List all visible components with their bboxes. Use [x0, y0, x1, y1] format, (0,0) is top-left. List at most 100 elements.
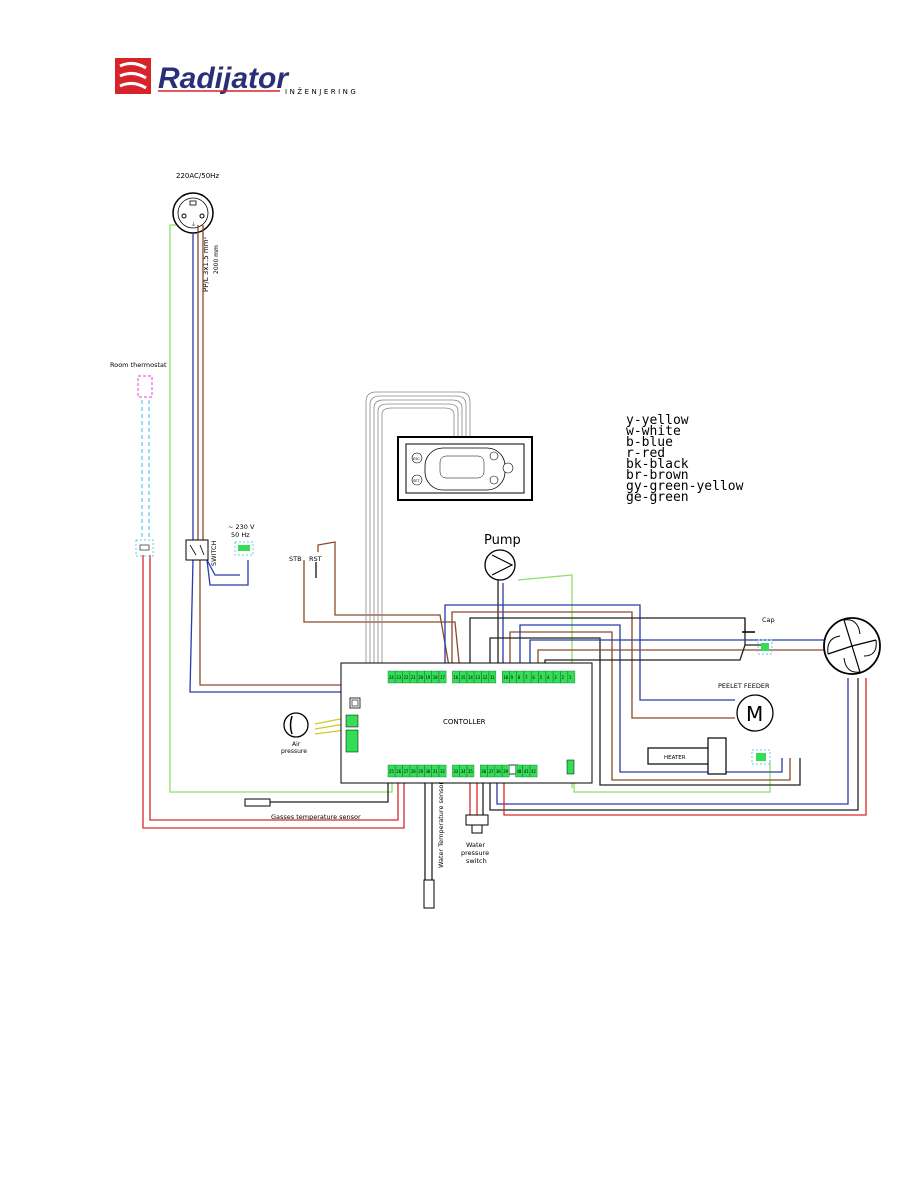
rst-label: RST [309, 555, 322, 563]
terminal-number: 18 [433, 675, 438, 680]
terminal-slot [409, 764, 418, 778]
gas-sensor-label: Gasses temperature sensor [271, 813, 361, 821]
svg-text:⏚: ⏚ [191, 221, 196, 228]
terminal-slot [424, 764, 432, 778]
pump: Pump [484, 533, 521, 581]
terminal-slot [452, 764, 460, 778]
terminal-number: 32 [440, 769, 445, 774]
terminal-slot [522, 764, 530, 778]
cable-spec: PP/L 3x1.5 mm² [202, 236, 210, 292]
heater: HEATER [647, 737, 771, 775]
terminal-slot [431, 670, 439, 684]
terminal-number: 37 [489, 769, 494, 774]
control-display-panel: ESC SET [397, 436, 533, 501]
terminal-slot [466, 764, 475, 778]
cable-length: 2000 mm [213, 245, 220, 274]
legend-item: gy-green-yellow [626, 479, 744, 494]
terminal-number: 33 [453, 769, 458, 774]
terminal-slot [553, 670, 561, 684]
terminal-number: 21 [411, 675, 416, 680]
terminal-number: 4 [547, 675, 550, 680]
terminal-slot [459, 764, 467, 778]
terminal-slot [438, 764, 447, 778]
room-thermostat-label: Room thermostat [110, 361, 167, 369]
terminal-number: 23 [396, 675, 401, 680]
pump-label: Pump [484, 533, 521, 548]
terminal-number: 31 [433, 769, 438, 774]
terminal-number: 22 [404, 675, 409, 680]
capacitor: Cap [742, 616, 775, 655]
terminal-slot [488, 670, 497, 684]
terminal-number: 17 [440, 675, 445, 680]
terminal-slot [395, 670, 403, 684]
terminal-slot [452, 670, 460, 684]
fan [823, 617, 881, 675]
pellet-feeder-label: PEELET FEEDER [718, 682, 770, 690]
color-legend: y-yellow w-white b-blue r-red bk-black b… [626, 413, 744, 505]
terminal-number: 34 [461, 769, 466, 774]
terminal-slot [459, 670, 467, 684]
terminal-number: 10 [503, 675, 508, 680]
terminal-number: 26 [396, 769, 401, 774]
terminal-number: 16 [453, 675, 458, 680]
terminal-slot [494, 764, 503, 778]
terminal-number: 38 [496, 769, 501, 774]
terminal-slot [438, 670, 447, 684]
terminal-number: 12 [483, 675, 488, 680]
air-pressure-switch: Air pressure [281, 712, 309, 755]
water-temperature-sensor: Water Temperature sensor [423, 782, 445, 909]
terminal-slot [402, 764, 410, 778]
legend-item: ge-green [626, 490, 689, 505]
terminal-slot [502, 670, 510, 684]
terminal-number: 29 [418, 769, 423, 774]
stb-label: STB [289, 555, 302, 563]
power-plug: 220AC/50Hz ⏚ PP/L 3x1.5 mm² 2000 mm [172, 172, 220, 292]
terminal-number: 8 [518, 675, 521, 680]
terminal-slot [466, 670, 475, 684]
legend-item: w-white [626, 424, 681, 439]
display-ribbon-cable [365, 391, 471, 748]
terminal-number: 25 [389, 769, 394, 774]
terminal-number: 1 [569, 675, 572, 680]
terminal-slot [567, 670, 576, 684]
terminal-number: 20 [418, 675, 423, 680]
terminal-slot [474, 670, 482, 684]
terminal-slot [387, 670, 396, 684]
legend-item: y-yellow [626, 413, 689, 428]
logo-tagline: INŽENJERING [285, 87, 358, 96]
terminal-slot [560, 670, 568, 684]
terminal-slot [417, 670, 425, 684]
water-pressure-switch: Water pressure switch [461, 814, 489, 865]
main-switch: SWITCH ~ 230 V 50 Hz [185, 523, 255, 566]
water-pressure-label-3: switch [466, 857, 487, 865]
terminal-slot [424, 670, 432, 684]
terminal-slot [515, 764, 523, 778]
terminal-number: 7 [525, 675, 528, 680]
terminal-slot [502, 764, 510, 778]
terminal-slot [402, 670, 410, 684]
terminal-slot [523, 670, 532, 684]
terminal-slot [538, 670, 546, 684]
terminal-slot [387, 764, 396, 778]
terminal-number: 5 [540, 675, 543, 680]
legend-item: r-red [626, 446, 665, 461]
logo-brand: Radijator [158, 62, 290, 95]
terminal-slot [480, 764, 488, 778]
switch-voltage: ~ 230 V [228, 523, 255, 531]
cap-label: Cap [762, 616, 775, 624]
terminal-slot [545, 670, 554, 684]
terminal-number: 35 [468, 769, 473, 774]
terminal-number: 14 [468, 675, 473, 680]
room-thermostat: Room thermostat [110, 361, 167, 557]
terminal-slot [481, 670, 489, 684]
terminal-slot [409, 670, 418, 684]
terminal-slot [431, 764, 439, 778]
heater-label: HEATER [664, 755, 686, 761]
radijator-logo: Radijator INŽENJERING [115, 58, 358, 96]
terminal-number: 6 [532, 675, 535, 680]
switch-frequency: 50 Hz [231, 531, 250, 539]
